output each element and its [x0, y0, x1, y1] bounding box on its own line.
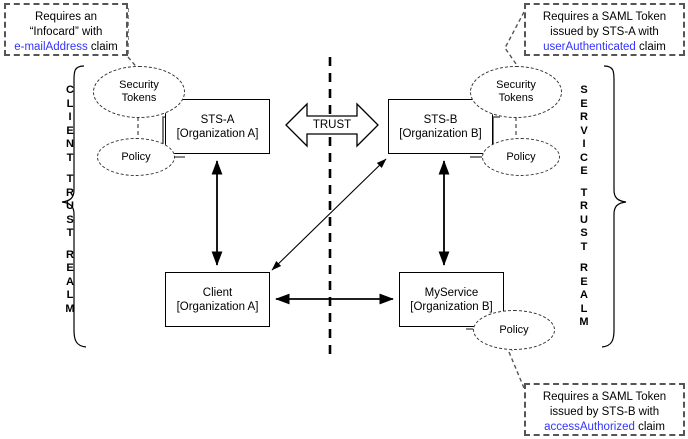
callout-sts-a-line-2: issued by STS-A with	[550, 26, 659, 38]
node-client-name: Client	[202, 286, 233, 299]
ellipse-policy-b-label: Policy	[506, 150, 536, 163]
callout-sts-b-tail: claim	[634, 421, 665, 433]
realm-gap-1	[62, 165, 78, 173]
node-sts-b: STS-B [Organization B]	[388, 99, 493, 154]
leader-sts-b-token	[508, 346, 525, 389]
callout-infocard-claim-line: e-mailAddress claim	[13, 40, 119, 55]
realm-gap-2	[62, 241, 78, 249]
node-client-org: [Organization A]	[176, 300, 259, 313]
callout-infocard: Requires an “Infocard” with e-mailAddres…	[4, 3, 128, 56]
ellipse-policy-a-label: Policy	[121, 150, 151, 163]
callout-sts-b-line-1: Requires a SAML Token	[542, 391, 667, 403]
realm-gap-4	[576, 254, 592, 262]
leader-infocard	[127, 8, 140, 71]
callout-sts-a-token: Requires a SAML Token issued by STS-A wi…	[524, 3, 685, 56]
callout-sts-a-line-1: Requires a SAML Token	[542, 11, 667, 23]
ellipse-security-tokens-b-line-2: Tokens	[498, 92, 534, 104]
callout-sts-b-accent: accessAuthorized	[544, 421, 635, 433]
callout-sts-b-line-2: issued by STS-B with	[549, 406, 660, 418]
node-myservice-org: [Organization B]	[410, 300, 493, 313]
callout-sts-a-claim-line: userAuthenticated claim	[533, 40, 676, 55]
node-sts-a-name: STS-A	[200, 113, 235, 126]
node-sts-a-org: [Organization A]	[176, 127, 259, 140]
callout-sts-a-accent: userAuthenticated	[543, 41, 636, 53]
ellipse-policy-a: Policy	[97, 138, 175, 176]
callout-sts-a-tail: claim	[635, 41, 666, 53]
node-sts-b-name: STS-B	[423, 113, 458, 126]
callout-sts-b-token: Requires a SAML Token issued by STS-B wi…	[524, 383, 685, 436]
callout-sts-b-claim-line: accessAuthorized claim	[533, 420, 676, 435]
service-realm-brace	[601, 65, 627, 348]
node-myservice-name: MyService	[424, 286, 479, 299]
realm-gap-3	[576, 179, 592, 187]
ellipse-policy-myservice: Policy	[473, 310, 555, 350]
node-sts-b-org: [Organization B]	[399, 127, 482, 140]
callout-infocard-tail: claim	[87, 41, 118, 53]
ellipse-security-tokens-a-line-1: Security	[119, 79, 159, 91]
node-client: Client [Organization A]	[165, 272, 270, 327]
callout-infocard-line-2: “Infocard” with	[29, 26, 103, 38]
arrow-client-sts-b	[271, 158, 387, 271]
callout-infocard-accent: e-mailAddress	[14, 41, 88, 53]
ellipse-security-tokens-a: Security Tokens	[93, 66, 185, 118]
ellipse-policy-b: Policy	[482, 138, 560, 176]
ellipse-policy-myservice-label: Policy	[499, 323, 529, 336]
ellipse-security-tokens-a-line-2: Tokens	[121, 92, 157, 104]
ellipse-security-tokens-b: Security Tokens	[470, 66, 562, 118]
callout-infocard-line-1: Requires an	[34, 11, 97, 23]
ellipse-security-tokens-b-line-1: Security	[496, 79, 536, 91]
node-sts-a: STS-A [Organization A]	[165, 99, 270, 154]
trust-arrow-label: TRUST	[312, 119, 352, 131]
